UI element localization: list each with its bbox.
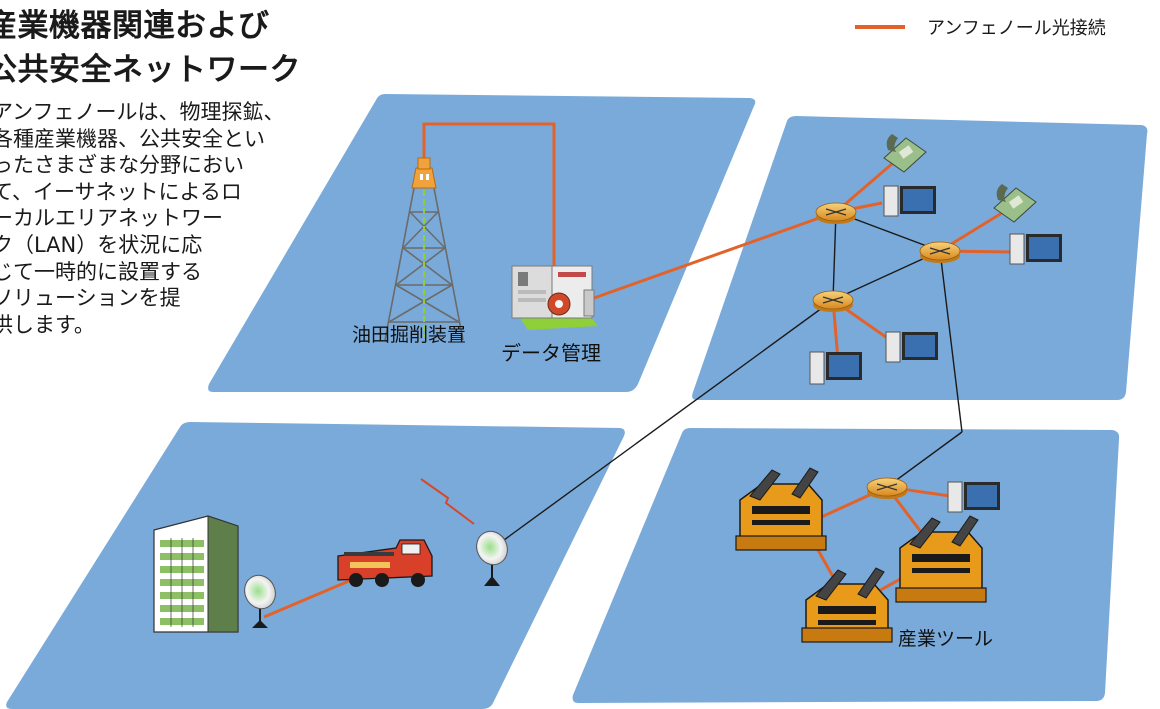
data-management-equipment-icon xyxy=(511,265,598,330)
description-line: 各種産業機器、公共安全とい xyxy=(0,126,265,151)
industrial-machine-icon xyxy=(895,515,987,603)
description-line: じて一時的に設置する xyxy=(0,259,202,284)
satellite-dish-icon xyxy=(244,574,276,628)
fire-truck-icon xyxy=(337,539,433,587)
wireless-signal-icon xyxy=(420,478,475,525)
building-icon xyxy=(153,515,239,633)
computer-icon xyxy=(1009,233,1062,265)
zone-panel-industrial xyxy=(572,428,1120,703)
zone-panel-oil-field xyxy=(208,94,756,392)
telephone-icon xyxy=(993,184,1037,223)
title-line: 産業機器関連および xyxy=(0,8,270,44)
computer-icon xyxy=(883,185,936,217)
computer-icon xyxy=(947,481,1000,513)
zone-panel-public-safety xyxy=(6,422,625,709)
legend: アンフェノール光接続 xyxy=(855,14,1106,40)
oil-rig-label: 油田掘削装置 xyxy=(352,324,467,346)
legend-label: アンフェノール光接続 xyxy=(927,18,1106,39)
description-line: て、イーサネットによるロ xyxy=(0,179,242,204)
router-icon xyxy=(812,290,854,312)
legend-swatch xyxy=(855,25,905,29)
zone-panel-office-network xyxy=(692,116,1148,400)
router-icon xyxy=(866,477,908,499)
data-management-label: データ管理 xyxy=(501,341,601,365)
industrial-machine-icon xyxy=(801,567,893,643)
satellite-dish-icon xyxy=(476,530,508,586)
page-title: 産業機器関連および 公共安全ネットワーク xyxy=(0,4,301,92)
description-line: 供します。 xyxy=(0,312,95,337)
industrial-machine-icon xyxy=(735,467,827,551)
description-line: アンフェノールは、物理探鉱、 xyxy=(0,100,285,124)
description: アンフェノールは、物理探鉱、 各種産業機器、公共安全とい ったさまざまな分野にお… xyxy=(0,99,285,338)
description-line: ったさまざまな分野におい xyxy=(0,153,244,178)
industrial-tools-label: 産業ツール xyxy=(898,628,994,650)
description-line: ソリューションを提 xyxy=(0,286,181,311)
title-line: 公共安全ネットワーク xyxy=(0,52,301,88)
oil-rig-icon xyxy=(384,157,464,341)
router-icon xyxy=(815,202,857,224)
router-icon xyxy=(919,241,961,263)
telephone-icon xyxy=(883,134,927,173)
computer-icon xyxy=(885,331,938,363)
description-line: ーカルエリアネットワー xyxy=(0,206,223,231)
description-line: ク（LAN）を状況に応 xyxy=(0,232,203,257)
computer-icon xyxy=(809,351,862,385)
